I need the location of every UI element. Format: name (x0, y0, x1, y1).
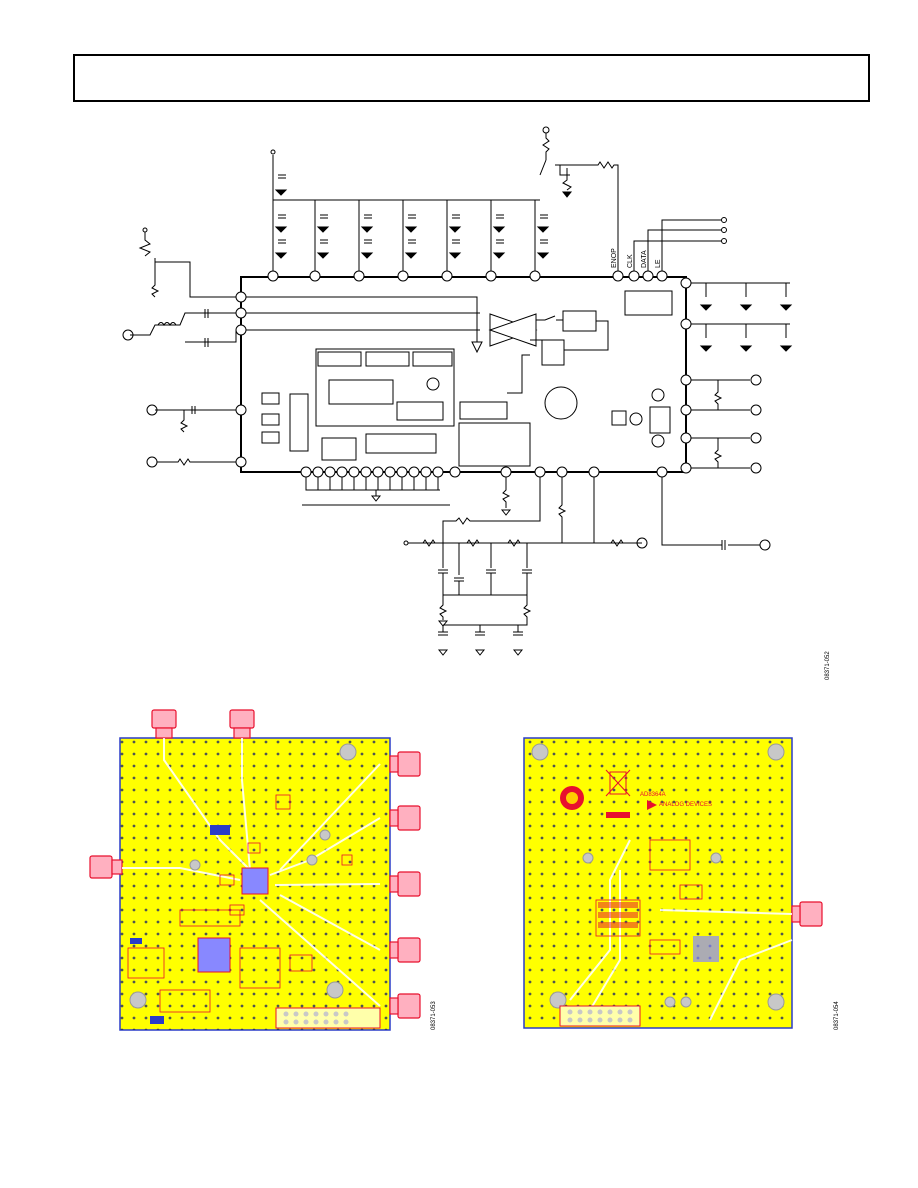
pin-label-enop: ENOP (611, 248, 618, 268)
pin-label-data: DATA (641, 250, 648, 268)
header-connector-top (275, 1007, 381, 1029)
pcb-top-layer: 08371-053 (89, 709, 437, 1031)
pin-label-clk: CLK (627, 254, 634, 268)
main-ic-footprint (241, 867, 269, 895)
pcb-bottom-figure-number: 08371-054 (834, 1001, 840, 1030)
secondary-ic-footprint (197, 937, 231, 973)
page-header-box (73, 54, 870, 102)
pin-label-le: LE (655, 259, 662, 268)
sma-connectors-right (389, 751, 421, 1019)
pcb-top-figure-number: 08371-053 (431, 1001, 437, 1030)
sma-connector-top-1 (151, 709, 177, 739)
sma-connector-left (89, 855, 123, 879)
header-connector-bottom (559, 1005, 641, 1027)
analog-devices-logo-icon (647, 800, 657, 810)
pcb-bottom-layer: AD8364A ANALOG DEVICES 08371-054 (523, 737, 840, 1030)
sma-connector-top-2 (229, 709, 255, 739)
evaluation-board-schematic: ENOP CLK DATA LE 08371-052 (122, 126, 831, 680)
sma-connector-right-bottom (791, 901, 823, 927)
board-id-label: AD8364A (640, 792, 666, 798)
weee-mark-icon (605, 769, 631, 797)
analog-devices-logo-text: ANALOG DEVICES (659, 802, 712, 808)
schematic-figure-number: 08371-052 (825, 651, 831, 680)
decoupling-capacitors (270, 149, 550, 271)
